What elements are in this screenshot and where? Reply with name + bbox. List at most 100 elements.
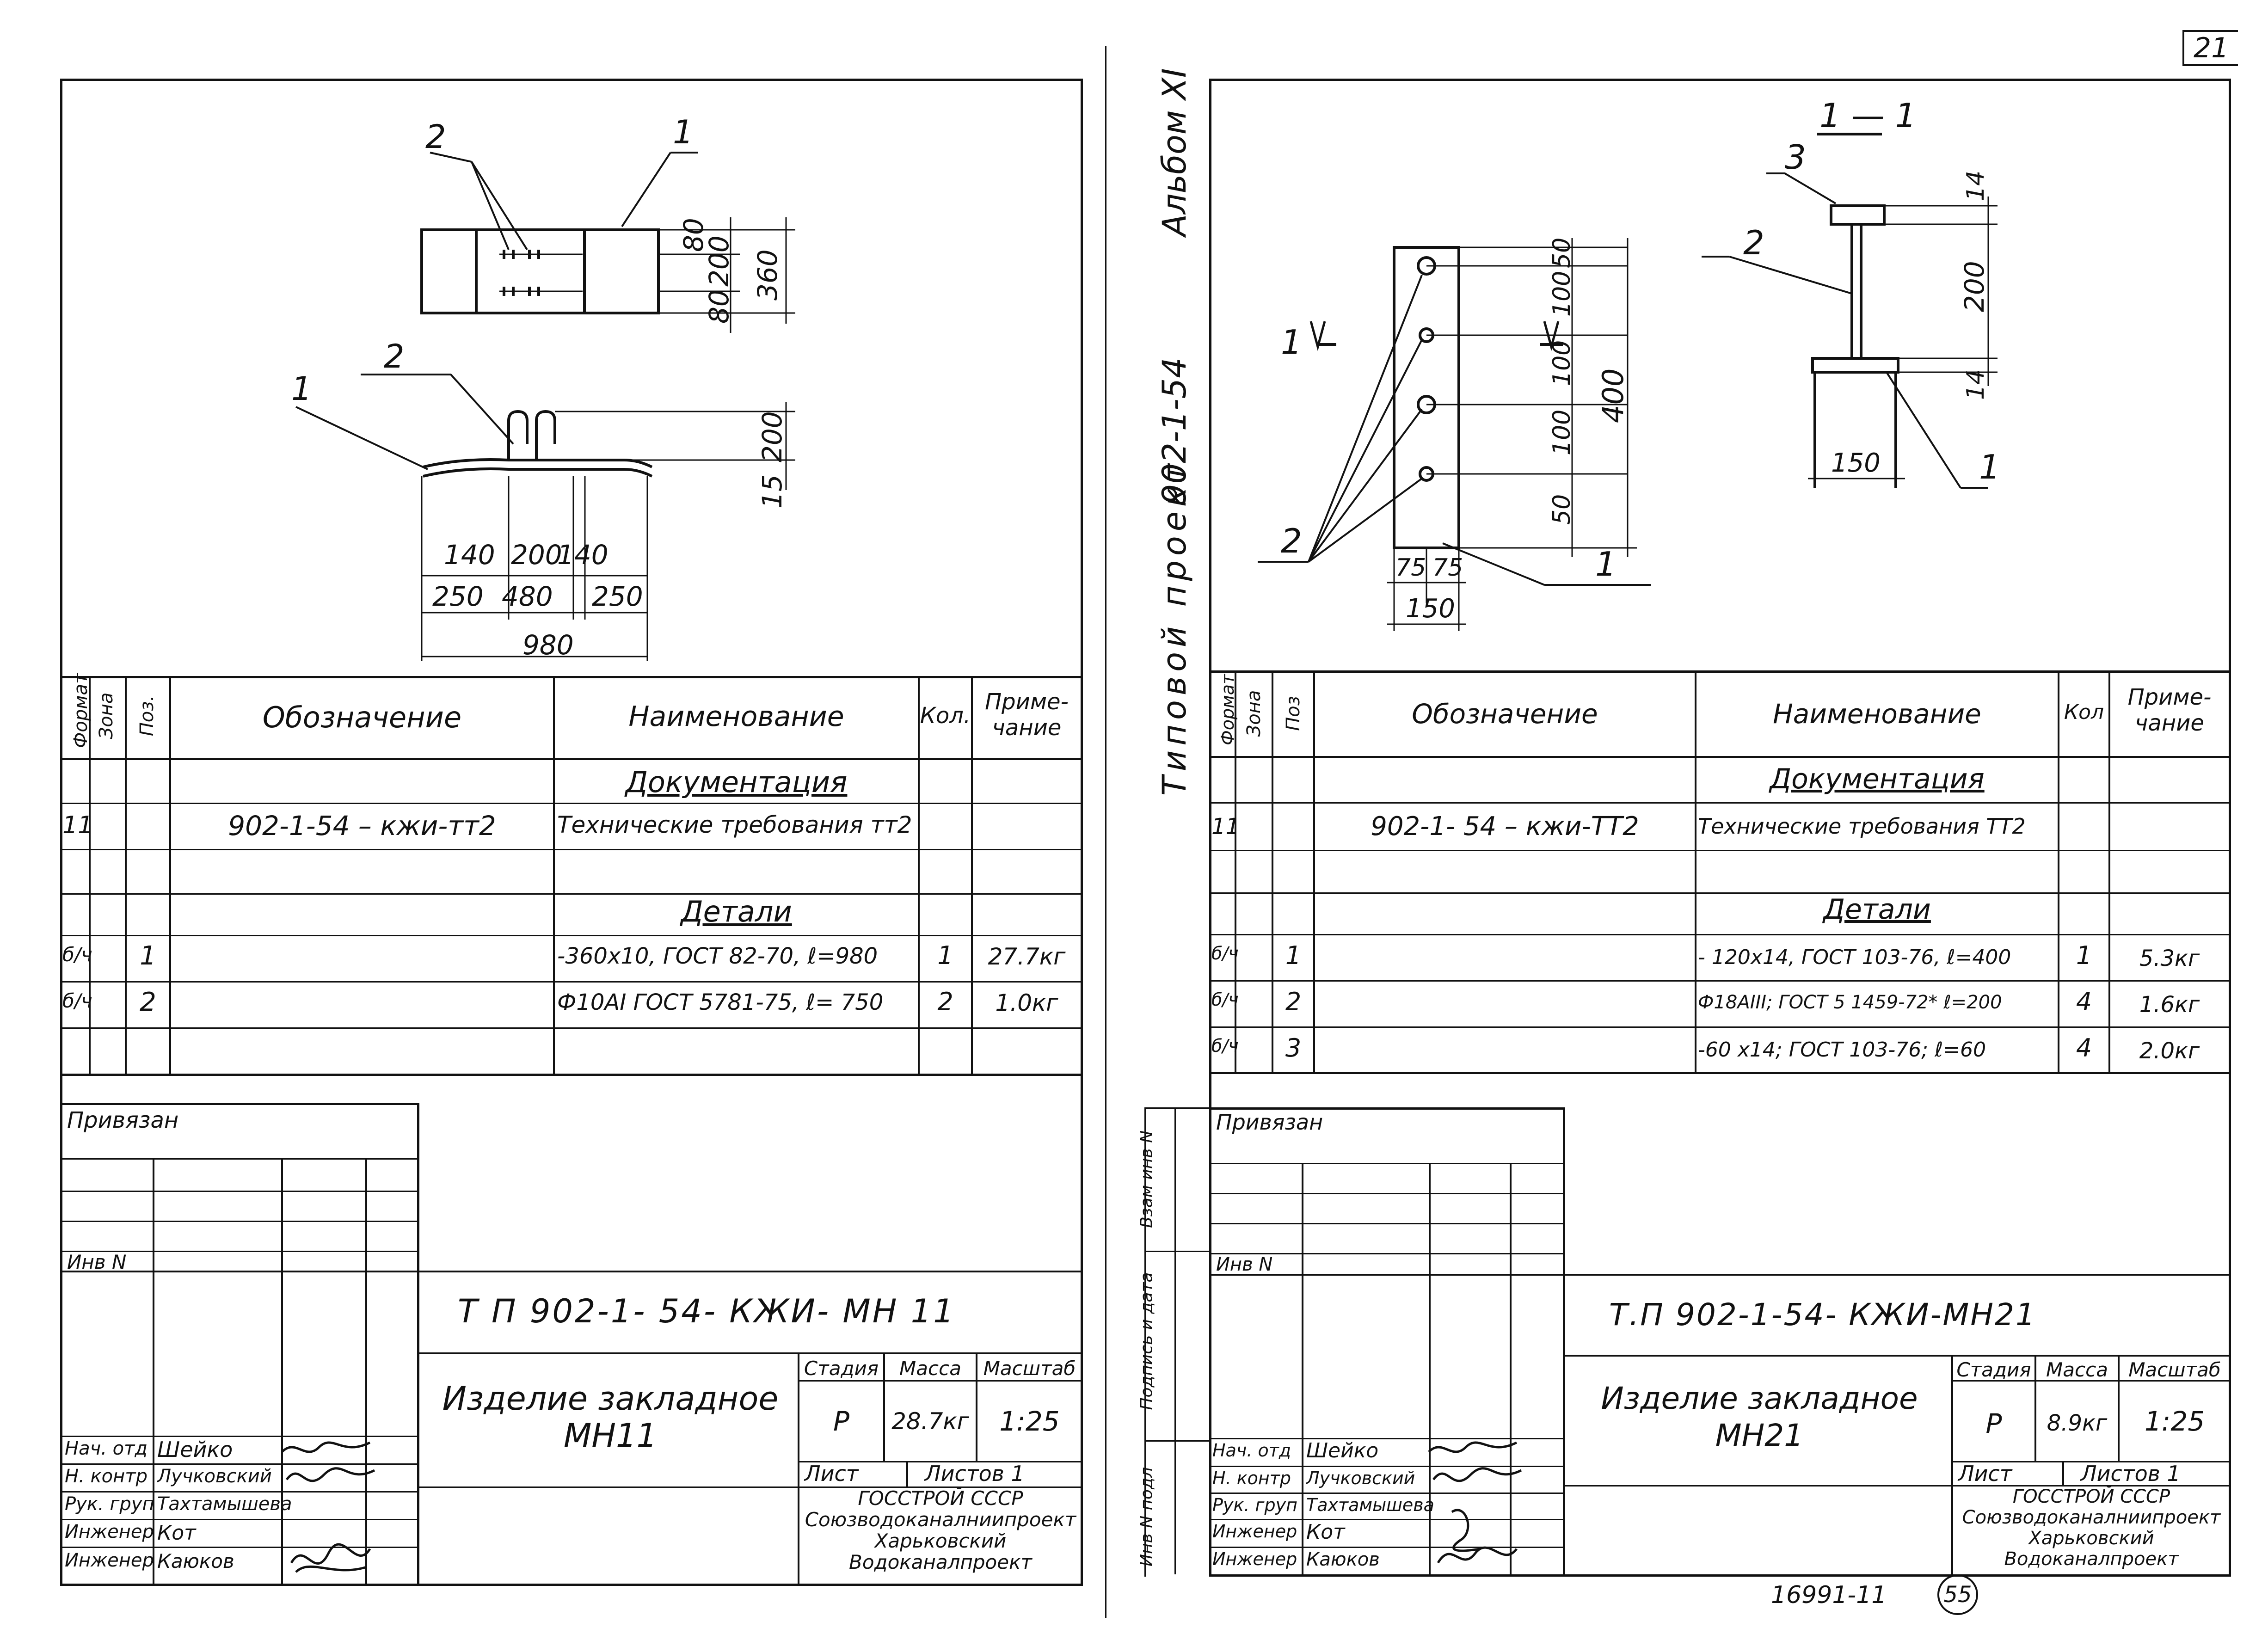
r-dim-100-c: 100 bbox=[1548, 410, 1576, 455]
right-signatures bbox=[1428, 1441, 1522, 1564]
dim-250-a: 250 bbox=[432, 581, 484, 612]
left-role-2: Рук. груп bbox=[65, 1493, 154, 1515]
left-row6-pos: 2 bbox=[140, 987, 156, 1017]
cut-mark-left: 1 bbox=[1281, 323, 1302, 362]
r-dim-100-a: 100 bbox=[1548, 271, 1576, 317]
right-sheets: Листов 1 bbox=[2081, 1461, 2181, 1486]
left-mass: 28.7кг bbox=[891, 1408, 969, 1435]
r-pos-2-plan: 2 bbox=[1281, 522, 1302, 560]
left-frame-bottom bbox=[60, 1584, 1083, 1586]
left-spec-top bbox=[60, 676, 1083, 678]
left-row6-format: б/ч bbox=[62, 989, 92, 1012]
dim-980: 980 bbox=[522, 629, 574, 661]
left-row6-note: 1.0кг bbox=[995, 989, 1058, 1016]
left-row6-qty: 2 bbox=[937, 987, 953, 1016]
right-drawing: 50 100 100 100 50 400 75 75 150 14 200 1… bbox=[1258, 96, 2000, 631]
left-h-qty: Кол. bbox=[920, 703, 971, 729]
left-role-0: Нач. отд bbox=[65, 1438, 148, 1459]
right-name-0: Шейко bbox=[1306, 1439, 1379, 1462]
right-row7-note: 2.0кг bbox=[2139, 1038, 2200, 1064]
right-margin-line bbox=[1144, 1107, 1146, 1577]
left-mass-h: Масса bbox=[899, 1357, 961, 1380]
r-dim-100-b: 100 bbox=[1548, 340, 1576, 386]
r-dim-14-top: 14 bbox=[1962, 171, 1990, 201]
section-title: 1 — 1 bbox=[1819, 96, 1916, 135]
r-pos-2-sec: 2 bbox=[1743, 223, 1764, 262]
left-privyazan: Привязан bbox=[67, 1107, 179, 1133]
right-row6-qty: 4 bbox=[2076, 987, 2092, 1016]
dim-360: 360 bbox=[752, 249, 783, 301]
left-title: Изделие закладное МН11 bbox=[442, 1380, 779, 1455]
right-row6-pos: 2 bbox=[1285, 987, 1302, 1016]
left-scale: 1:25 bbox=[999, 1406, 1060, 1437]
right-role-2: Рук. груп bbox=[1212, 1495, 1297, 1515]
left-row5-format: б/ч bbox=[62, 943, 92, 966]
dim-80-top: 80 bbox=[678, 218, 709, 252]
r-dim-50-bottom: 50 bbox=[1548, 494, 1576, 525]
r-dim-200-sec: 200 bbox=[1959, 261, 1990, 312]
right-frame-top bbox=[1209, 79, 2231, 81]
left-inv: Инв N bbox=[67, 1251, 127, 1273]
right-role-0: Нач. отд bbox=[1212, 1440, 1291, 1461]
dim-80-bottom: 80 bbox=[703, 289, 735, 324]
left-doc-code: Т П 902-1- 54- КЖИ- МН 11 bbox=[458, 1292, 956, 1330]
left-drawing: 80 200 80 360 200 15 140 200 140 250 480… bbox=[291, 113, 795, 661]
right-mass-h: Масса bbox=[2046, 1358, 2108, 1381]
right-title: Изделие закладное МН21 bbox=[1601, 1381, 1918, 1453]
left-role-4: Инженер bbox=[65, 1550, 154, 1571]
right-name-2: Тахтамышева bbox=[1306, 1495, 1434, 1515]
right-scale: 1:25 bbox=[2144, 1406, 2205, 1437]
right-row5-name: - 120х14, ГОСТ 103-76, ℓ=400 bbox=[1698, 946, 2011, 969]
pos-label-1-elev: 1 bbox=[291, 370, 312, 408]
right-h-designation: Обозначение bbox=[1412, 698, 1598, 730]
r-dim-75-b: 75 bbox=[1432, 554, 1463, 582]
right-row6-name: Ф18AIII; ГОСТ 5 1459-72* ℓ=200 bbox=[1698, 992, 2002, 1013]
left-name-3: Кот bbox=[157, 1521, 196, 1545]
top-right-mark: 21 bbox=[2182, 30, 2238, 66]
right-row-details: Детали bbox=[1823, 893, 1931, 926]
r-pos-1-sec: 1 bbox=[1979, 448, 2000, 486]
right-stage: Р bbox=[1985, 1408, 2002, 1439]
left-org: ГОССТРОЙ СССР Союзводоканалниипроект Хар… bbox=[805, 1487, 1076, 1573]
left-sheets: Листов 1 bbox=[925, 1461, 1025, 1486]
left-row2-name: Технические требования тт2 bbox=[557, 811, 912, 838]
left-row5-qty: 1 bbox=[937, 941, 953, 970]
right-h-qty: Кол bbox=[2064, 700, 2104, 724]
right-h-format: Формат bbox=[1217, 674, 1238, 745]
right-row2-designation: 902-1- 54 – кжи-ТТ2 bbox=[1371, 811, 1639, 841]
dim-15: 15 bbox=[756, 474, 788, 509]
left-h-zone: Зона bbox=[96, 692, 117, 739]
right-name-4: Каюков bbox=[1306, 1549, 1380, 1570]
right-privyazan: Привязан bbox=[1216, 1110, 1323, 1135]
left-frame-right bbox=[1081, 79, 1083, 1586]
left-row6-name: Ф10AI ГОСТ 5781-75, ℓ= 750 bbox=[557, 989, 884, 1015]
left-h-pos: Поз. bbox=[136, 695, 158, 737]
left-row-doc: Документация bbox=[625, 765, 848, 799]
plate-plan bbox=[420, 228, 660, 314]
r-dim-150-sec: 150 bbox=[1831, 448, 1881, 478]
sheet-divider bbox=[1105, 46, 1106, 1618]
right-h-pos: Поз bbox=[1283, 696, 1304, 731]
dim-200-elev: 200 bbox=[756, 411, 788, 462]
left-name-4: Каюков bbox=[157, 1550, 234, 1572]
margin-typical: Типовой проект bbox=[1156, 459, 1193, 796]
left-sheet: Лист bbox=[805, 1461, 859, 1486]
right-mass: 8.9кг bbox=[2047, 1410, 2108, 1436]
margin-album: Альбом XI bbox=[1156, 68, 1193, 236]
right-row5-qty: 1 bbox=[2076, 941, 2092, 970]
dim-200-b: 200 bbox=[511, 539, 562, 571]
dim-140-a: 140 bbox=[444, 539, 495, 571]
left-row5-name: -360х10, ГОСТ 82-70, ℓ=980 bbox=[557, 943, 878, 969]
dim-200: 200 bbox=[703, 235, 735, 287]
right-scale-h: Масштаб bbox=[2128, 1358, 2221, 1381]
right-row7-pos: 3 bbox=[1285, 1033, 1302, 1063]
right-row5-format: б/ч bbox=[1211, 943, 1239, 964]
dim-250-b: 250 bbox=[592, 581, 643, 612]
left-row2-designation: 902-1-54 – кжи-тт2 bbox=[228, 810, 496, 841]
right-name-1: Лучковский bbox=[1306, 1468, 1415, 1488]
r-pos-1-plan: 1 bbox=[1595, 545, 1616, 584]
right-h-name: Наименование bbox=[1773, 698, 1981, 730]
left-h-note: Приме-чание bbox=[985, 689, 1069, 741]
left-stage: Р bbox=[833, 1406, 849, 1437]
r-dim-400: 400 bbox=[1596, 369, 1630, 423]
